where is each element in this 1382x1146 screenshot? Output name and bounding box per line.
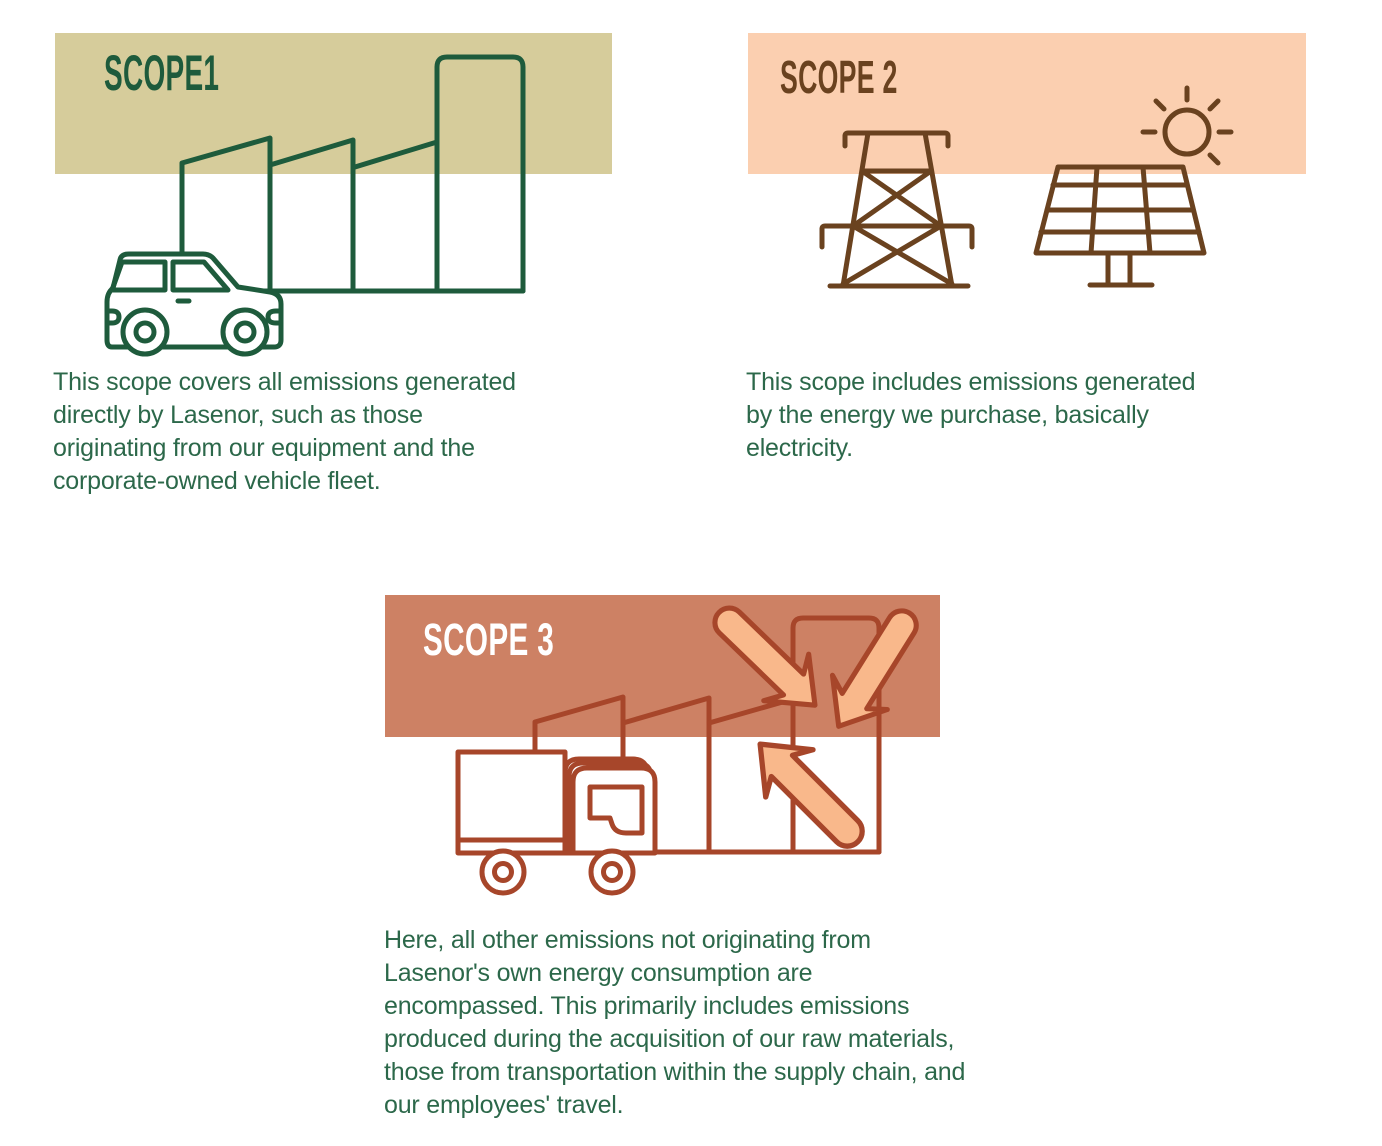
scope1-illustration <box>104 54 526 357</box>
arrow-down-left-icon <box>829 608 919 729</box>
truck-icon <box>455 749 658 896</box>
scope1-description: This scope covers all emissions generate… <box>53 368 516 495</box>
scope3-title: SCOPE 3 <box>423 614 555 665</box>
scope1-title: SCOPE1 <box>104 45 220 101</box>
scope2-description: This scope includes emissions generated … <box>746 368 1196 462</box>
scope2-illustration <box>819 85 1234 289</box>
sun-icon <box>1140 85 1234 166</box>
car-icon <box>104 251 284 357</box>
factory-icon <box>179 54 526 294</box>
arrow-down-right-icon <box>712 605 818 708</box>
arrow-up-left-icon <box>757 741 865 849</box>
scope2-title: SCOPE 2 <box>780 51 898 103</box>
solar-panel-icon <box>1033 164 1207 288</box>
power-tower-icon <box>819 130 975 289</box>
scope3-description: Here, all other emissions not originatin… <box>384 926 966 1119</box>
scope3-illustration <box>455 605 919 896</box>
